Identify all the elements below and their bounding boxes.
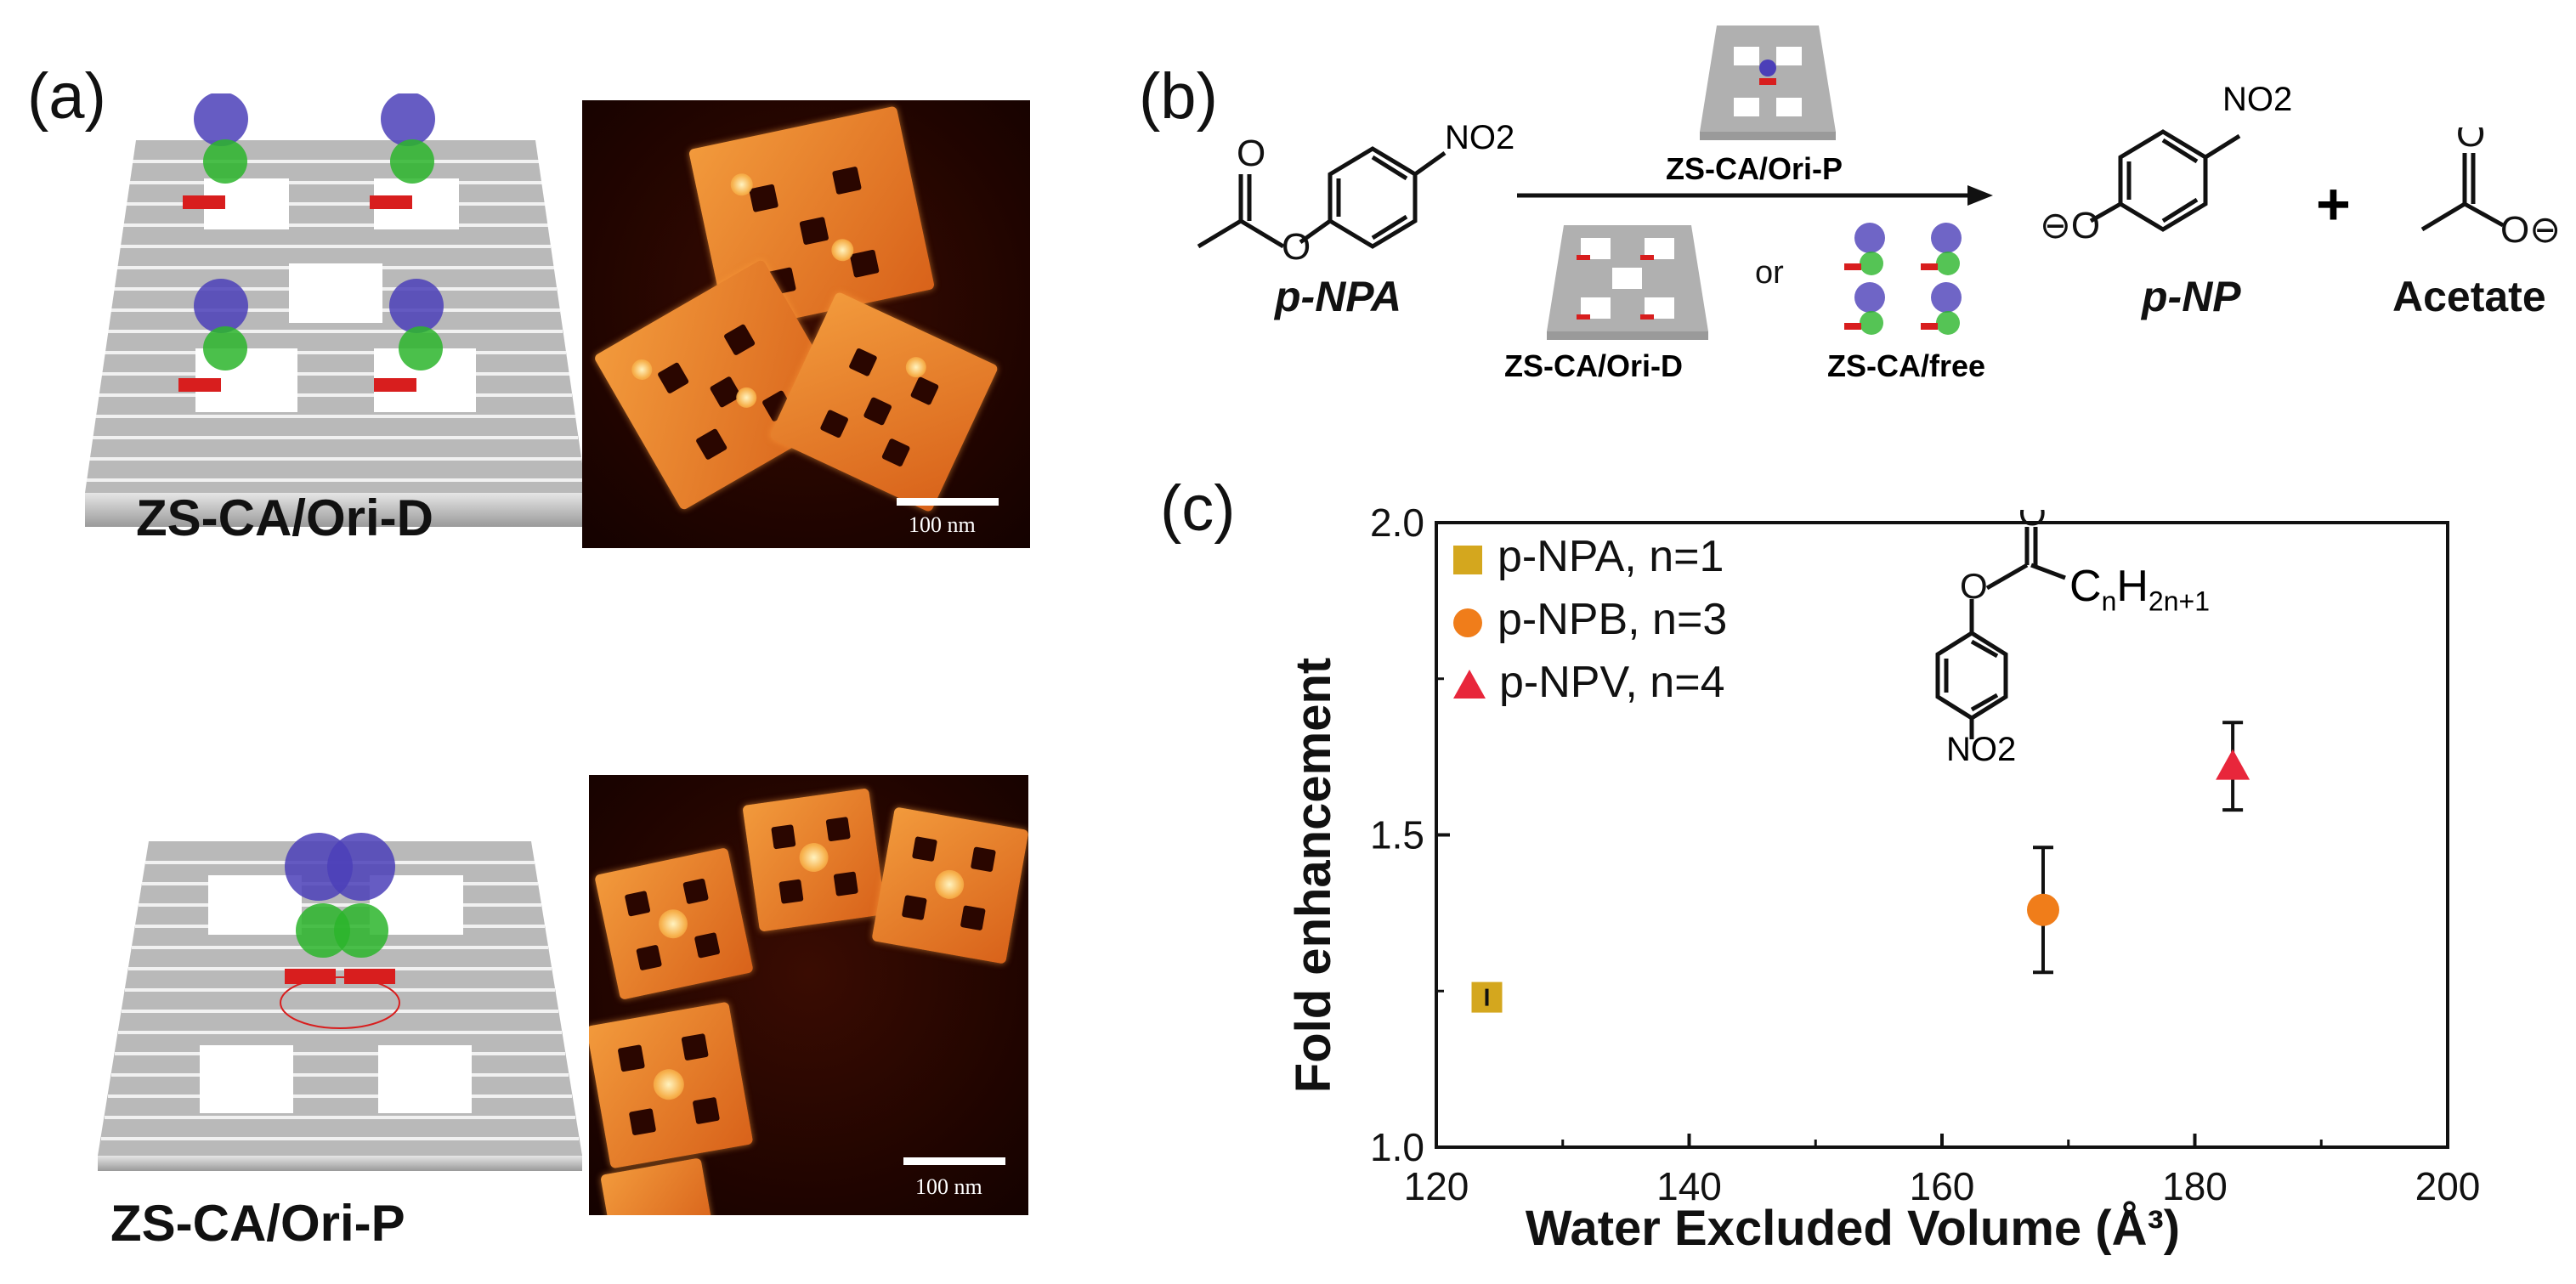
origami-p-illustration xyxy=(98,833,582,1171)
scale-bar xyxy=(897,498,999,506)
legend: p-NPA, n=1 p-NPB, n=3 p-NPV, n=4 xyxy=(1453,531,1727,708)
scale-bar xyxy=(903,1157,1005,1165)
product2-label: Acetate xyxy=(2392,273,2546,320)
pnp-structure: ⊖O xyxy=(2040,129,2241,246)
acetate-structure: O O⊖ xyxy=(2420,127,2561,251)
y-axis-label: Fold enhancement xyxy=(1286,658,1341,1093)
enzyme-cluster xyxy=(178,93,444,392)
pnpa-no2-group: NO2 xyxy=(1445,119,1515,156)
panel-c-label: (c) xyxy=(1160,472,1236,545)
y-tick-label: 2.0 xyxy=(1370,501,1424,545)
inset-ester-structure: O O xyxy=(1935,510,2066,739)
y-tick-label: 1.0 xyxy=(1370,1125,1424,1169)
x-axis-label: Water Excluded Volume (Å³) xyxy=(1526,1201,2180,1256)
plus-sign: + xyxy=(2316,171,2351,237)
origami-d-illustration xyxy=(85,93,586,527)
legend-item-pnpb: p-NPB, n=3 xyxy=(1453,594,1727,645)
svg-text:O: O xyxy=(1237,133,1265,174)
caption-ori-p: ZS-CA/Ori-P xyxy=(110,1195,405,1252)
afm-tile xyxy=(768,291,999,513)
svg-text:O: O xyxy=(1960,566,1988,606)
legend-circle-marker xyxy=(1453,608,1482,637)
pnp-no2-group: NO2 xyxy=(2222,81,2293,118)
x-tick-label: 140 xyxy=(1656,1164,1722,1208)
svg-text:O: O xyxy=(1282,226,1311,268)
afm-tile xyxy=(871,806,1028,964)
svg-text:O: O xyxy=(2456,127,2485,155)
catalyst-ori-d-icon xyxy=(1547,225,1708,340)
legend-square-marker xyxy=(1453,546,1482,574)
catalyst-ori-p-icon xyxy=(1700,25,1836,140)
catalyst-right-label: ZS-CA/free xyxy=(1827,348,1986,383)
substrate-label: p-NPA xyxy=(1275,273,1402,320)
legend-item-pnpv: p-NPV, n=4 xyxy=(1453,657,1727,708)
scale-bar-label: 100 nm xyxy=(909,512,976,537)
x-tick-label: 180 xyxy=(2162,1164,2228,1208)
scale-bar-label: 100 nm xyxy=(915,1174,982,1199)
svg-text:⊖O: ⊖O xyxy=(2040,205,2100,246)
x-tick-label: 160 xyxy=(1910,1164,1975,1208)
x-tick-label: 120 xyxy=(1404,1164,1469,1208)
inset-alkyl-formula: CnH2n+1 xyxy=(2069,562,2210,617)
panel-a-label: (a) xyxy=(27,60,106,133)
catalyst-top-label: ZS-CA/Ori-P xyxy=(1666,151,1843,186)
svg-text:O: O xyxy=(2018,510,2047,533)
legend-triangle-marker xyxy=(1453,670,1486,699)
data-point-pnpb xyxy=(2027,893,2059,926)
reaction-arrow xyxy=(1517,185,1993,206)
catalyst-or: or xyxy=(1755,255,1784,291)
y-tick-label: 1.5 xyxy=(1370,813,1424,857)
x-tick-label: 200 xyxy=(2415,1164,2481,1208)
afm-image-ori-p: 100 nm xyxy=(589,775,1028,1215)
legend-item-pnpa: p-NPA, n=1 xyxy=(1453,531,1727,582)
data-point-pnpv xyxy=(2216,749,2250,780)
chart-marks xyxy=(1471,721,2250,1013)
catalyst-free-icon xyxy=(1844,223,1962,335)
chart-axes: 120 140 160 180 200 1.0 1.5 2.0 xyxy=(1370,501,2480,1208)
afm-tile xyxy=(589,1001,754,1169)
scatter-chart: 120 140 160 180 200 1.0 1.5 2.0 Water Excluded … xyxy=(1286,501,2480,1256)
afm-image-ori-d: 100 nm xyxy=(582,100,1030,548)
enzyme-cluster xyxy=(280,833,400,1029)
panel-b-label: (b) xyxy=(1139,60,1218,133)
svg-text:O⊖: O⊖ xyxy=(2500,209,2561,251)
catalyst-left-label: ZS-CA/Ori-D xyxy=(1504,348,1683,383)
inset-no2: NO2 xyxy=(1946,731,2017,768)
afm-tile xyxy=(742,788,886,932)
origami-stripes xyxy=(101,861,579,1140)
caption-ori-d: ZS-CA/Ori-D xyxy=(136,489,433,546)
afm-tile xyxy=(594,847,754,1000)
product1-label: p-NP xyxy=(2142,273,2241,320)
pnpa-structure: O O xyxy=(1197,133,1447,268)
